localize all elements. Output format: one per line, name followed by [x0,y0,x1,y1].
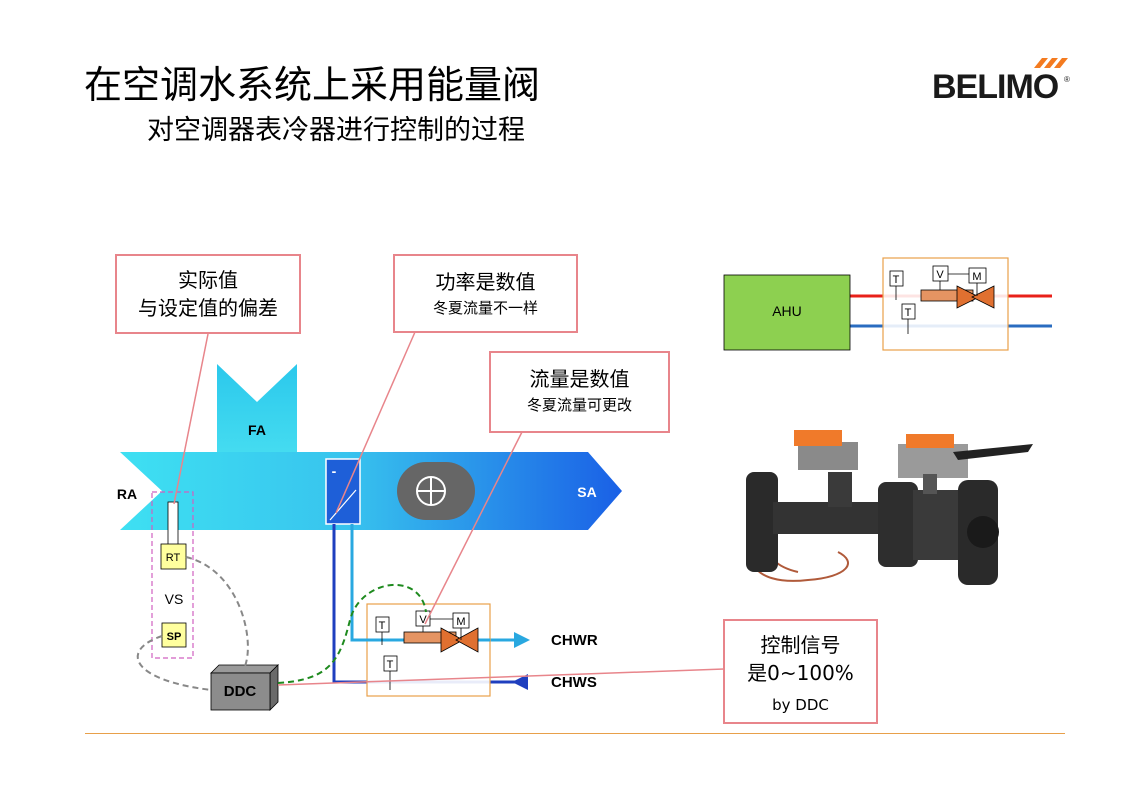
callout-control-line1: 控制信号 [760,633,841,657]
valve-m-label: M [456,616,465,628]
valve-t1-label: T [379,620,386,632]
ddc-label: DDC [224,683,257,700]
callout-control-line2: 是0~100% [747,661,854,685]
callout-control-note: by DDC [772,696,829,714]
svg-text:BELIMO: BELIMO [932,68,1059,106]
ahu-label: AHU [772,303,802,319]
sa-label: SA [577,484,596,500]
callout-power-note: 冬夏流量不一样 [432,299,538,317]
valve-v-label: V [419,614,427,626]
sp-label: SP [167,631,182,643]
fa-label: FA [248,422,266,438]
ahu-m-label: M [972,271,981,283]
ahu-t2-label: T [905,307,912,319]
ahu-box [723,274,851,351]
callout-deviation-line2: 与设定值的偏差 [138,296,278,320]
callout-deviation: 实际值 与设定值的偏差 [115,254,301,334]
chwr-arrow [514,632,530,648]
sp-sensor [161,622,187,648]
ra-label: RA [117,486,137,502]
callout-flow: 流量是数值 冬夏流量可更改 [489,351,670,433]
belimo-logo: BELIMO ® [932,58,1070,106]
callout-deviation-line1: 实际值 [178,268,238,292]
ahu-v-label: V [936,269,944,281]
rt-probe [167,501,179,547]
vs-label: VS [165,591,184,607]
callout-flow-note: 冬夏流量可更改 [526,396,632,414]
air-duct [120,452,622,530]
sensor-signal-line [185,556,249,667]
rt-sensor [160,543,187,570]
callout-power-title: 功率是数值 [435,270,536,294]
bottom-divider [85,733,1065,734]
setpoint-signal-line [136,635,212,691]
callout-flow-title: 流量是数值 [529,367,630,391]
energy-valve-photo [746,430,1033,585]
page-title: 在空调水系统上采用能量阀 [84,63,541,107]
valve-t2-label: T [387,659,394,671]
coil-sign: - [332,463,337,479]
page-subtitle: 对空调器表冷器进行控制的过程 [147,115,525,146]
callout-control: 控制信号 是0~100% by DDC [723,619,878,724]
chws-label: CHWS [551,674,597,691]
control-signal-line [277,583,427,684]
callout-power: 功率是数值 冬夏流量不一样 [393,254,578,333]
sensor-group-box [151,491,194,659]
ahu-t1-label: T [893,274,900,286]
chwr-label: CHWR [551,632,598,649]
fresh-air-intake [217,364,297,454]
ddc-controller [210,672,271,711]
rt-label: RT [166,552,181,564]
chws-arrow [512,674,528,690]
svg-text:®: ® [1064,75,1070,84]
